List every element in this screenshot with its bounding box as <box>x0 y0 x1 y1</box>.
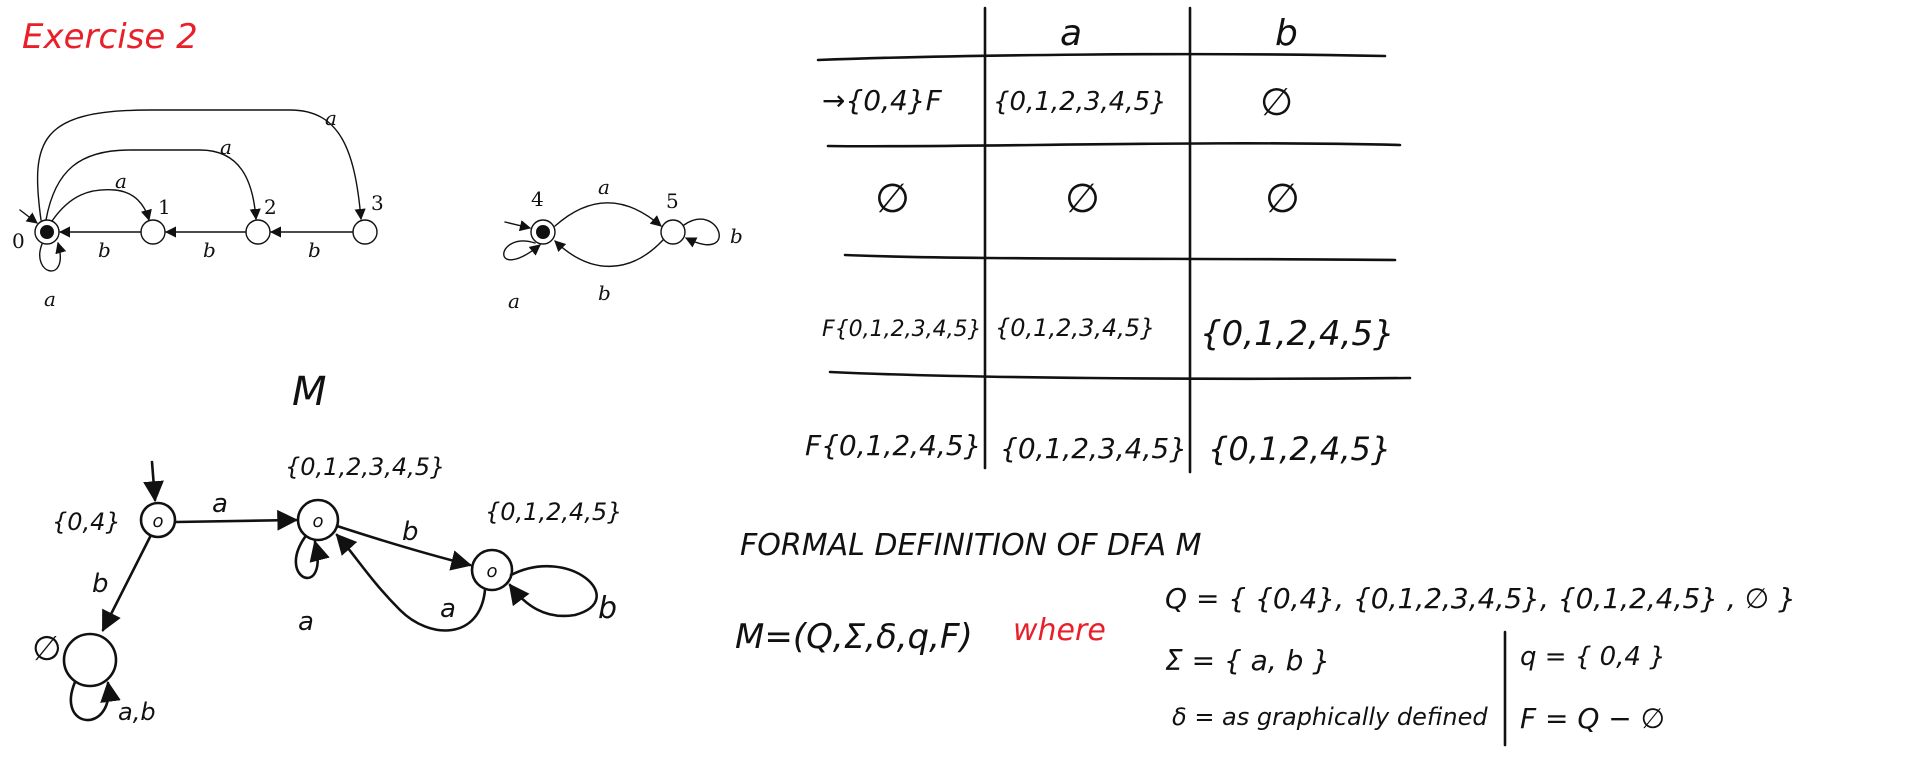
nfa1-state-2 <box>245 219 271 245</box>
table-header-b: b <box>1275 13 1298 54</box>
table-row2-state: F{0,1,2,3,4,5} <box>822 317 982 342</box>
dfa-loop-all <box>294 535 330 580</box>
dfa-m: M o {0,4} o {0,1,2,3,4,5} o {0,1,2,4,5} … <box>32 369 622 726</box>
nfa2-label-b-loop-5: b <box>730 224 743 248</box>
nfa1-label-a-0-2: a <box>220 135 232 159</box>
dfa-edge-start-all <box>174 509 299 531</box>
nfa1-label-0: 0 <box>12 229 25 253</box>
dfa-state-no3-inner: o <box>486 561 497 582</box>
nfa2-label-4: 4 <box>531 187 544 211</box>
nfa1-label-a-loop-0: a <box>44 287 56 311</box>
dfa-state-all-label: {0,1,2,3,4,5} <box>285 453 445 481</box>
nfa1-label-b-3-2: b <box>308 238 321 262</box>
formal-start: q = { 0,4 } <box>1520 642 1666 672</box>
table-row3-b: {0,1,2,4,5} <box>1208 430 1391 468</box>
table-row0-b: ∅ <box>1260 80 1293 124</box>
formal-sigma: Σ = { a, b } <box>1165 644 1330 677</box>
dfa-label-no3-loop: b <box>598 591 617 626</box>
nfa2-state-5 <box>660 219 686 245</box>
formal-definition: FORMAL DEFINITION OF DFA M M=(Q,Σ,δ,q,F)… <box>735 528 1796 747</box>
formal-delta: δ = as graphically defined <box>1172 703 1488 731</box>
nfa1-label-a-0-3: a <box>325 106 337 130</box>
nfa1-label-2: 2 <box>264 195 277 219</box>
formal-F: F = Q − ∅ <box>1520 702 1665 735</box>
dfa-state-all-inner: o <box>312 511 323 532</box>
nfa-1: 0 1 2 3 a a a b b b a <box>12 106 384 311</box>
table-row1-state: ∅ <box>875 176 910 222</box>
dfa-label-all-loop: a <box>298 607 314 637</box>
dfa-initial-arrow <box>143 460 164 503</box>
dfa-label-start-all: a <box>212 489 228 519</box>
table-row1-a: ∅ <box>1065 176 1100 222</box>
dfa-state-no3-label: {0,1,2,4,5} <box>485 498 622 526</box>
table-row0-state: →{0,4}F <box>822 84 943 117</box>
nfa2-label-a-4-5: a <box>598 175 610 199</box>
formal-Q: Q = { {0,4}, {0,1,2,3,4,5}, {0,1,2,4,5} … <box>1165 582 1796 615</box>
dfa-loop-empty <box>69 680 121 722</box>
dfa-state-start-label: {0,4} <box>52 508 121 536</box>
nfa2-initial-arrow <box>504 220 532 232</box>
nfa1-state-0-accept-dot <box>40 225 54 239</box>
nfa1-edge-0-3 <box>36 109 366 221</box>
nfa1-state-3 <box>352 219 378 245</box>
dfa-label-empty-loop: a,b <box>118 698 156 726</box>
dfa-name: M <box>292 369 327 415</box>
nfa2-loop-5 <box>683 218 720 248</box>
table-row3-a: {0,1,2,3,4,5} <box>1000 432 1187 465</box>
formal-where: where <box>1013 613 1106 648</box>
dfa-edge-start-empty <box>101 535 152 632</box>
table-row3-state: F{0,1,2,4,5} <box>805 429 981 462</box>
nfa1-loop-0 <box>39 241 67 272</box>
table-hline-header <box>816 52 1387 62</box>
exercise-title: Exercise 2 <box>22 17 198 57</box>
table-header-a: a <box>1060 13 1082 54</box>
nfa1-label-3: 3 <box>371 191 384 215</box>
formal-heading: FORMAL DEFINITION OF DFA M <box>740 528 1202 563</box>
table-hline-2 <box>843 253 1397 262</box>
dfa-state-empty-label: ∅ <box>32 629 62 669</box>
nfa1-label-b-1-0: b <box>98 238 111 262</box>
table-row2-a: {0,1,2,3,4,5} <box>995 314 1155 342</box>
dfa-label-all-no3: b <box>402 517 419 547</box>
nfa2-label-5: 5 <box>666 189 679 213</box>
nfa2-label-b-5-4: b <box>598 281 611 305</box>
nfa1-initial-arrow <box>19 209 38 224</box>
table-hline-1 <box>826 142 1402 148</box>
nfa2-loop-4 <box>503 240 541 261</box>
table-row2-b: {0,1,2,4,5} <box>1200 314 1395 354</box>
dfa-state-empty <box>62 632 118 688</box>
transition-table: a b →{0,4}F {0,1,2,3,4,5} ∅ ∅ ∅ ∅ F{0,1,… <box>805 6 1412 474</box>
nfa1-state-1 <box>140 219 166 245</box>
nfa1-edge-0-2 <box>45 149 261 221</box>
dfa-loop-no3 <box>508 564 598 618</box>
nfa2-state-4-accept-dot <box>536 225 550 239</box>
dfa-label-no3-all: a <box>440 594 456 624</box>
nfa1-label-b-2-1: b <box>203 238 216 262</box>
nfa2-edge-4-5 <box>554 202 662 227</box>
formal-tuple: M=(Q,Σ,δ,q,F) <box>735 617 973 657</box>
dfa-edge-no3-all <box>335 533 487 632</box>
nfa1-label-a-0-1: a <box>115 169 127 193</box>
dfa-label-start-empty: b <box>92 569 109 599</box>
dfa-edge-all-no3 <box>335 524 473 571</box>
nfa1-edge-0-1 <box>51 188 152 222</box>
table-hline-3 <box>828 370 1412 381</box>
table-row0-a: {0,1,2,3,4,5} <box>993 87 1167 117</box>
dfa-state-start-inner: o <box>152 511 163 532</box>
nfa2-label-a-loop-4: a <box>508 289 520 313</box>
dfa-state-start <box>139 501 177 539</box>
nfa1-label-1: 1 <box>158 195 171 219</box>
table-row1-b: ∅ <box>1265 176 1300 222</box>
nfa-2: 4 5 a b a b <box>503 175 743 313</box>
nfa2-edge-5-4 <box>554 239 664 268</box>
